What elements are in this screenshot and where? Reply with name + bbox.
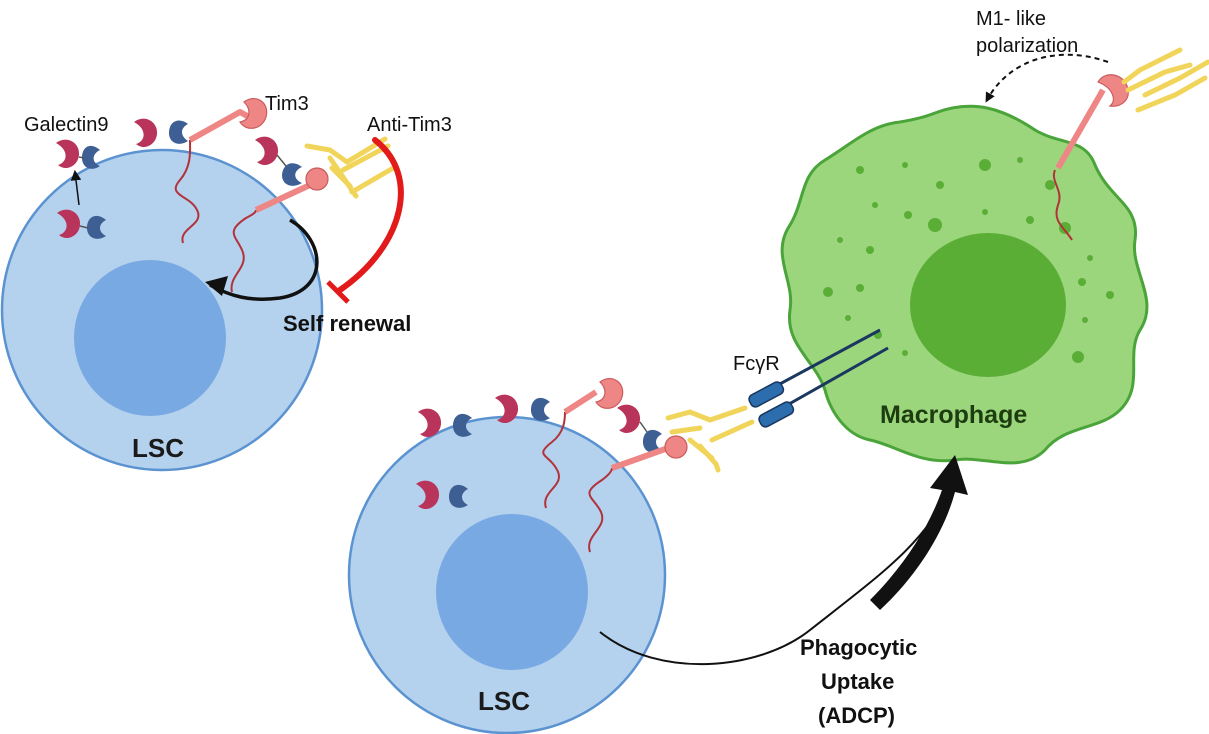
left-lsc-label: LSC bbox=[132, 433, 184, 463]
left-tim3-receptor-1 bbox=[174, 97, 268, 244]
galectin9-label: Galectin9 bbox=[24, 114, 109, 136]
self-renewal-label: Self renewal bbox=[283, 311, 411, 336]
m1-polarization-label-line2: polarization bbox=[976, 35, 1078, 57]
macrophage-antibody bbox=[1121, 47, 1209, 113]
left-tim3-receptor-2 bbox=[230, 167, 329, 293]
right-lsc-nucleus bbox=[436, 514, 588, 670]
left-lsc-nucleus bbox=[74, 260, 226, 416]
left-lsc-cell bbox=[0, 148, 324, 472]
right-anti-tim3-antibody bbox=[665, 405, 755, 473]
phagocytic-label-line1: Phagocytic bbox=[800, 635, 917, 660]
right-lsc-label: LSC bbox=[478, 686, 530, 716]
self-renewal-arrow bbox=[205, 218, 319, 301]
phagocytic-label-line3: (ADCP) bbox=[818, 703, 895, 728]
macrophage-cell bbox=[780, 47, 1209, 465]
macrophage-tim3-receptor bbox=[1052, 74, 1129, 241]
macrophage-nucleus bbox=[910, 233, 1066, 377]
macrophage-label: Macrophage bbox=[880, 401, 1027, 429]
anti-tim3-inhibition-arrow bbox=[326, 137, 404, 304]
left-anti-tim3-antibody bbox=[304, 136, 398, 199]
right-tim3-receptor-1 bbox=[542, 377, 624, 509]
fcgr-receptor bbox=[748, 328, 889, 428]
macrophage-granules bbox=[823, 157, 1114, 363]
right-galectin9-group bbox=[416, 394, 662, 510]
m1-polarization-arrow bbox=[985, 53, 1109, 103]
anti-tim3-label: Anti-Tim3 bbox=[367, 114, 452, 136]
galectin9-molecule bbox=[495, 394, 550, 424]
fcgr-label: FcγR bbox=[733, 353, 780, 375]
right-tim3-receptor-2 bbox=[588, 435, 688, 553]
tim3-label: Tim3 bbox=[265, 93, 309, 115]
galectin9-molecule bbox=[416, 480, 468, 510]
galectin9-molecule bbox=[617, 404, 662, 453]
galectin9-molecule bbox=[56, 139, 100, 169]
galectin9-molecule bbox=[255, 136, 302, 186]
left-galectin9-group bbox=[56, 118, 302, 239]
galectin-release-arrow bbox=[70, 169, 82, 206]
phagocytic-uptake-arrow bbox=[599, 455, 968, 666]
galectin9-molecule bbox=[134, 118, 188, 148]
galectin9-molecule bbox=[57, 209, 106, 239]
phagocytic-label-line2: Uptake bbox=[821, 669, 894, 694]
m1-polarization-label-line1: M1- like bbox=[976, 8, 1046, 30]
galectin9-molecule bbox=[418, 408, 472, 438]
